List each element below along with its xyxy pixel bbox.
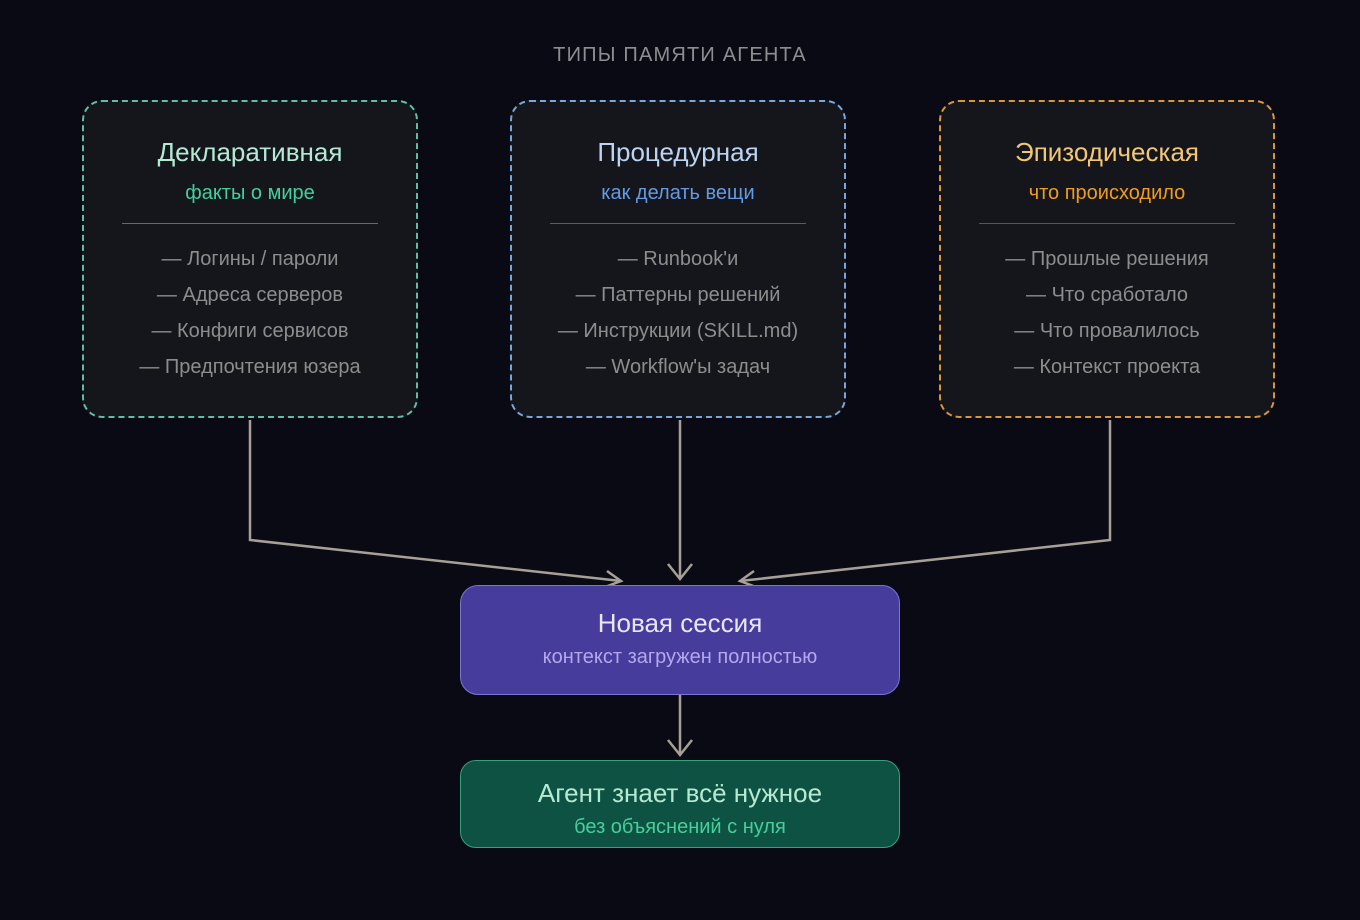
card-episodic-memory: Эпизодическая что происходило — Прошлые … [939, 100, 1275, 418]
card-heading: Эпизодическая [1015, 137, 1199, 167]
card-item-list: — Прошлые решения — Что сработало — Что … [941, 241, 1273, 385]
card-heading: Декларативная [157, 137, 343, 167]
result-box: Агент знает всё нужное без объяснений с … [460, 760, 900, 848]
card-item-list: — Логины / пароли — Адреса серверов — Ко… [84, 241, 416, 385]
list-item: — Что сработало [1026, 284, 1188, 306]
card-subtitle: как делать вещи [601, 182, 755, 204]
result-title: Агент знает всё нужное [537, 778, 823, 808]
session-title: Новая сессия [597, 608, 763, 638]
session-box: Новая сессия контекст загружен полностью [460, 585, 900, 695]
list-item: — Контекст проекта [1013, 356, 1201, 378]
list-item: — Паттерны решений [575, 284, 781, 306]
diagram-title: ТИПЫ ПАМЯТИ АГЕНТА [553, 44, 807, 66]
arrow-episodic-to-session [739, 420, 1112, 583]
card-procedural-memory: Процедурная как делать вещи — Runbook'и … [510, 100, 846, 418]
card-subtitle: что происходило [1028, 182, 1186, 204]
arrow-declarative-to-session [248, 420, 622, 583]
list-item: — Адреса серверов [156, 284, 344, 306]
list-item: — Конфиги сервисов [151, 320, 349, 342]
card-heading: Процедурная [597, 137, 759, 167]
arrowhead-icon [667, 739, 693, 758]
list-item: — Прошлые решения [1005, 248, 1209, 270]
card-item-list: — Runbook'и — Паттерны решений — Инструк… [512, 241, 844, 385]
list-item: — Что провалилось [1014, 320, 1200, 342]
list-item: — Логины / пароли [161, 248, 339, 270]
arrowhead-icon [667, 563, 693, 582]
card-declarative-memory: Декларативная факты о мире — Логины / па… [82, 100, 418, 418]
list-item: — Инструкции (SKILL.md) [557, 320, 799, 342]
list-item: — Runbook'и [617, 248, 739, 270]
card-divider [979, 223, 1235, 224]
card-subtitle: факты о мире [185, 182, 315, 204]
list-item: — Предпочтения юзера [139, 356, 361, 378]
card-divider [122, 223, 378, 224]
card-divider [550, 223, 806, 224]
session-subtitle: контекст загружен полностью [542, 646, 818, 668]
result-subtitle: без объяснений с нуля [574, 816, 786, 838]
list-item: — Workflow'ы задач [585, 356, 771, 378]
